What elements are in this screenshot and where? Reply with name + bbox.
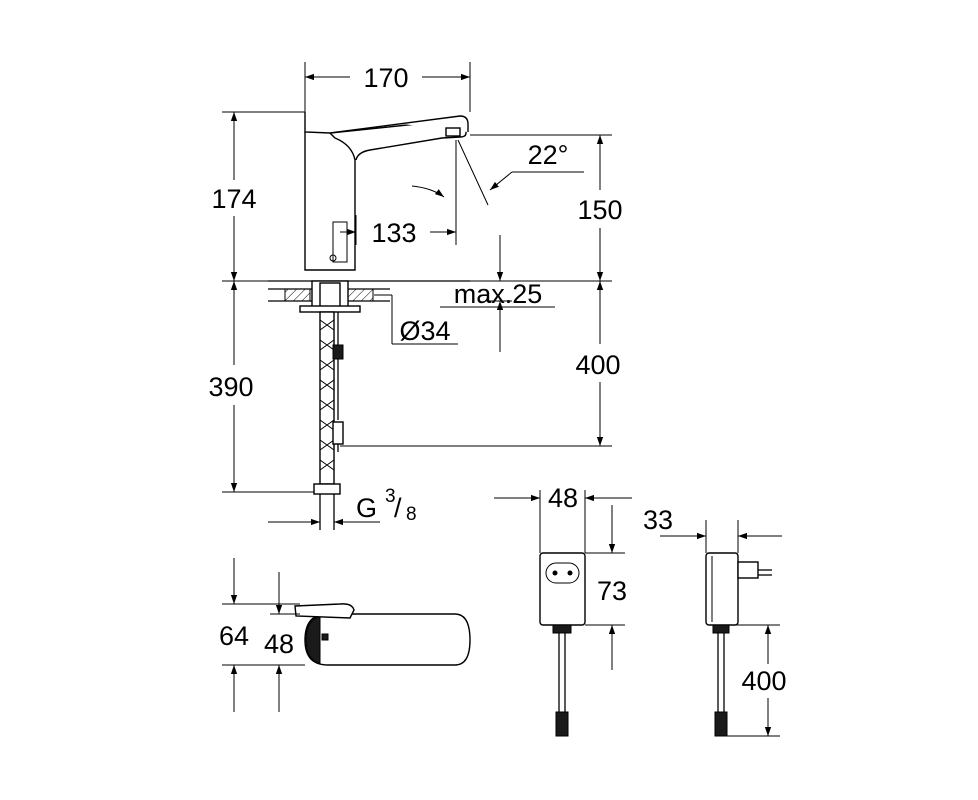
label-outlet-height: 150 [577,195,622,225]
label-hose-length-right: 400 [575,350,620,380]
dim-outlet-height: 150 [577,135,623,281]
dim-adapter-width: 48 [494,483,632,513]
faucet-plan-view [222,603,471,666]
label-plan-depth-outer: 64 [219,621,249,651]
label-thread-main: G [356,493,377,523]
adapter-side-view [705,520,780,737]
label-thread-num: 3 [385,486,396,507]
label-overall-height: 174 [211,184,256,214]
dim-hole-diameter: Ø34 [374,294,458,346]
dim-adapter-height: 73 [597,505,627,670]
label-adapter-cable: 400 [741,666,786,696]
label-spray-angle: 22° [528,140,569,170]
label-spout-reach: 170 [363,63,408,93]
label-deck-thickness: max.25 [454,279,543,309]
label-adapter-width: 48 [548,483,578,513]
label-sensor-offset: 133 [371,218,416,248]
label-thread-den: 8 [406,504,417,525]
label-plan-depth-inner: 48 [264,629,294,659]
dim-hose-length-left: 390 [208,281,254,492]
label-hose-length-left: 390 [208,372,253,402]
label-adapter-height: 73 [597,576,627,606]
dim-deck-thickness: max.25 [440,235,555,352]
dim-spout-reach: 170 [305,63,470,93]
dim-sensor-offset: 133 [340,218,456,248]
dim-adapter-cable: 400 [741,625,787,736]
label-adapter-depth: 33 [643,505,673,535]
adapter-front-view [539,490,625,737]
label-hole-diameter: Ø34 [399,316,450,346]
dim-plan-depth-outer: 64 [219,558,249,712]
dim-plan-depth-inner: 48 [264,572,294,712]
dim-overall-height: 174 [211,112,257,281]
dim-adapter-depth: 33 [643,505,782,540]
thread-slash: / [394,493,402,523]
dim-thread: G 3 / 8 [268,486,417,526]
dim-spray-angle: 22° [411,139,584,206]
dim-hose-length-right: 400 [575,281,621,446]
